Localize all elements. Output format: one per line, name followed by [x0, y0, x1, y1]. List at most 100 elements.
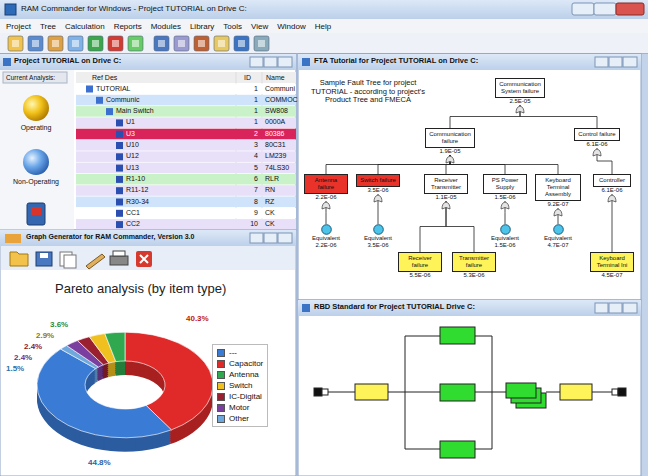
fta-window: [298, 54, 641, 300]
legend-entry: Motor: [217, 402, 263, 413]
toolbar-icon: [254, 36, 269, 51]
event-box: Receiver Transmitter1.1E-05: [424, 174, 468, 201]
item-name: CK: [265, 220, 275, 228]
item-name: 80C31: [265, 141, 286, 149]
failure-rate: 1.1E-05: [424, 194, 468, 201]
toolbar-icon: [68, 36, 83, 51]
graph-window: [250, 233, 263, 243]
tree-row: [76, 84, 296, 95]
event-box: Switch failure3.5E-06: [356, 174, 400, 194]
rbd-window: [298, 300, 641, 316]
percent-label: 2.4%: [14, 353, 32, 362]
menu-item: Reports: [114, 21, 142, 33]
toolbar-icon: [8, 36, 23, 51]
fta-window: [623, 57, 637, 67]
toolbar-icon: [238, 40, 245, 47]
toolbar-icon: [28, 36, 43, 51]
item-id: 1: [236, 85, 258, 93]
rbd-window: [302, 304, 310, 312]
failure-rate: 2.5E-05: [495, 98, 545, 105]
main-frame: [616, 3, 644, 15]
tree-row: [116, 165, 123, 172]
item-id: 1: [236, 118, 258, 126]
ref-des: U3: [126, 130, 135, 138]
failure-rate: 4.5E-07: [590, 272, 634, 279]
toolbar-icon: [194, 36, 209, 51]
event-name: Switch failure: [358, 177, 398, 184]
or-gate: [593, 149, 601, 156]
tree-row: [76, 106, 296, 117]
toolbar-icon: [72, 40, 79, 47]
item-name: SW808: [265, 107, 288, 115]
graph-window: [136, 251, 152, 267]
menu-item: Library: [190, 21, 214, 33]
graph-window: [0, 230, 296, 476]
tree-row: [106, 108, 113, 115]
failure-rate: 5.5E-06: [398, 272, 442, 279]
tree-row: [76, 219, 296, 230]
tree-row: [76, 84, 296, 95]
legend-swatch: [217, 415, 225, 423]
menu-item: Calculation: [65, 21, 105, 33]
tree-window: [264, 57, 277, 67]
toolbar-icon: [158, 40, 165, 47]
toolbar-icon: [88, 36, 103, 51]
legend-swatch: [217, 349, 225, 357]
failure-rate: 1.5E-06: [484, 242, 526, 249]
percent-label: 2.4%: [24, 342, 42, 351]
tree-window: [3, 58, 11, 66]
menu-item: Help: [315, 21, 331, 33]
event-box: Receiver failure5.5E-06: [398, 252, 442, 279]
item-id: 1: [236, 96, 258, 104]
item-id: 9: [236, 209, 258, 217]
or-gate: [608, 195, 616, 202]
toolbar-icon: [92, 40, 99, 47]
item-name: COMMOC: [265, 96, 298, 104]
tree-row: [76, 84, 296, 230]
tree-connector: [505, 201, 506, 224]
basic-event: Equivalent3.5E-06: [357, 224, 399, 249]
toolbar-icon: [214, 36, 229, 51]
chart-legend: ---CapacitorAntennaSwitchIC-DigitalMotor…: [212, 344, 268, 427]
or-gate: [516, 106, 524, 113]
toolbar-icon: [48, 36, 63, 51]
or-gate: [442, 202, 450, 209]
event-outline: Receiver Transmitter: [424, 174, 468, 194]
legend-text: IC-Digital: [229, 391, 262, 402]
main-frame: [0, 19, 648, 33]
ref-des: R11-12: [126, 186, 148, 194]
menu-item: Window: [277, 21, 305, 33]
toolbar-icon: [174, 36, 189, 51]
toolbar-icon: [8, 36, 269, 51]
failure-rate: 3.5E-06: [357, 242, 399, 249]
tree-row: [76, 151, 296, 162]
pie-chart: [37, 332, 213, 452]
tree-connector: [378, 155, 450, 174]
legend-text: Switch: [229, 380, 253, 391]
tree-connector: [378, 194, 379, 224]
chart-title: Pareto analysis (by item type): [55, 282, 226, 297]
ref-des: U10: [126, 141, 139, 149]
toolbar-icon: [88, 36, 103, 51]
tree-window: [0, 54, 296, 70]
tree-row: [76, 197, 296, 208]
event-name: Transmitter failure: [454, 255, 494, 269]
legend-text: ---: [229, 347, 237, 358]
failure-rate: 9.2E-07: [535, 201, 581, 208]
or-gate: [322, 202, 330, 209]
graph-window: [40, 253, 48, 258]
item-id: 6: [236, 175, 258, 183]
tree-window: [0, 54, 296, 230]
toolbar-icon: [32, 40, 39, 47]
toolbar-icon: [108, 36, 123, 51]
column-header: Name: [266, 74, 285, 82]
tree-row: [116, 221, 123, 228]
tree-connector: [326, 201, 327, 224]
toolbar-icon: [154, 36, 169, 51]
event-outline: Antenna failure: [304, 174, 348, 194]
legend-text: Capacitor: [229, 358, 263, 369]
menu-item: Project: [6, 21, 31, 33]
legend-swatch: [217, 393, 225, 401]
tree-row: [76, 163, 296, 174]
